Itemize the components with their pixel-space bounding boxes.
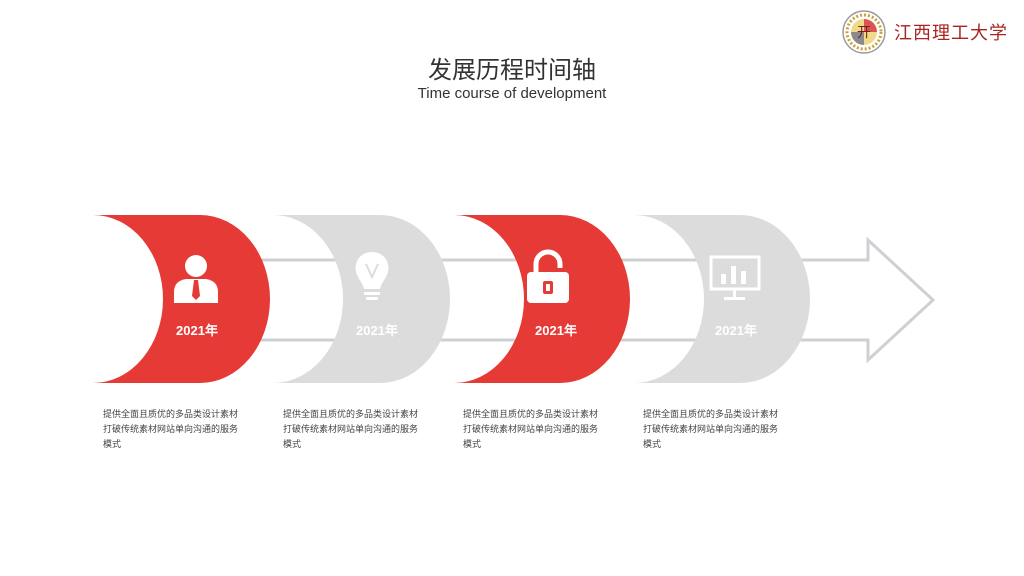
milestone-description-1: 提供全面且质优的多品类设计素材打破传统素材网站单向沟通的服务模式 bbox=[103, 410, 239, 450]
university-seal-icon: 开 bbox=[842, 10, 886, 54]
page-title: 发展历程时间轴 bbox=[428, 56, 596, 84]
timeline-arrow bbox=[160, 236, 936, 364]
milestone-description-2: 提供全面且质优的多品类设计素材打破传统素材网站单向沟通的服务模式 bbox=[283, 410, 419, 450]
svg-text:开: 开 bbox=[857, 25, 871, 41]
university-name: 江西理工大学 bbox=[894, 23, 1008, 44]
milestone-year-3: 2021年 bbox=[535, 323, 577, 338]
chart-monitor-icon bbox=[709, 255, 761, 300]
milestone-segment-4 bbox=[634, 215, 810, 383]
lock-icon bbox=[527, 249, 569, 303]
page-subtitle: Time course of development bbox=[417, 85, 607, 102]
milestone-year-2: 2021年 bbox=[356, 323, 398, 338]
university-logo: 开 江西理工大学 bbox=[842, 10, 1008, 54]
milestone-year-4: 2021年 bbox=[715, 323, 757, 338]
milestone-description-4: 提供全面且质优的多品类设计素材打破传统素材网站单向沟通的服务模式 bbox=[643, 410, 779, 450]
milestone-segment-2 bbox=[273, 215, 450, 383]
lightbulb-icon bbox=[355, 252, 389, 300]
user-icon bbox=[174, 255, 218, 303]
milestone-description-3: 提供全面且质优的多品类设计素材打破传统素材网站单向沟通的服务模式 bbox=[463, 410, 599, 450]
milestone-year-1: 2021年 bbox=[176, 323, 218, 338]
